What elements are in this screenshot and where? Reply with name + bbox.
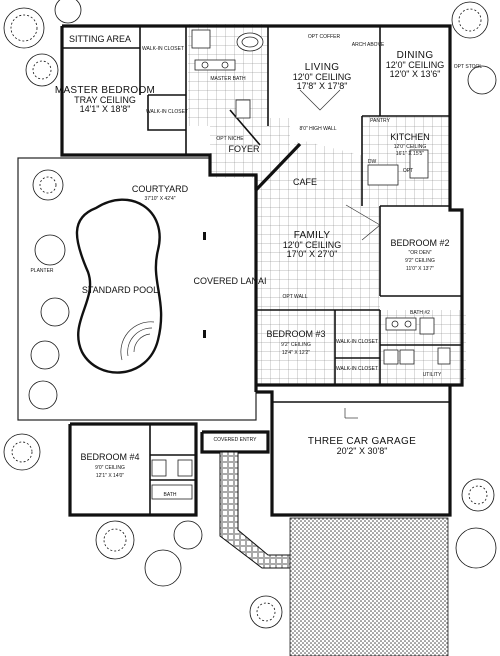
- kitchen-dw: DW: [368, 159, 377, 165]
- courtyard-dims: 37'10" X 42'4": [144, 196, 175, 202]
- opt-wall-note: OPT WALL: [282, 294, 307, 300]
- family-label: FAMILY: [294, 230, 331, 241]
- arch-above-label: ARCH ABOVE: [352, 42, 385, 48]
- living-ceiling: 12'0" CEILING: [293, 72, 351, 82]
- room-labels: SITTING AREA MASTER BEDROOM TRAY CEILING…: [30, 34, 482, 498]
- bath-2-label: BATH #2: [410, 310, 430, 316]
- courtyard-label: COURTYARD: [132, 184, 189, 194]
- landscape-trees: [3, 0, 497, 629]
- living-label: LIVING: [305, 62, 340, 73]
- covered-lanai-label: COVERED LANAI: [193, 276, 266, 286]
- walkin-closet-2-label: WALK-IN CLOSET: [146, 109, 188, 115]
- bedroom-2-ceiling: 9'2" CEILING: [405, 258, 435, 264]
- family-dims: 17'0" X 27'0": [287, 249, 338, 259]
- bedroom-4-dims: 12'1" X 14'0": [96, 473, 124, 479]
- pool-shape: [75, 198, 163, 374]
- lanai-columns: [203, 232, 206, 338]
- dining-label: DINING: [397, 50, 434, 61]
- driveway: [289, 517, 449, 656]
- bedroom-2-dims: 11'0" X 13'7": [406, 266, 434, 272]
- dining-ceiling: 12'0" CEILING: [386, 60, 444, 70]
- covered-entry-label: COVERED ENTRY: [214, 437, 258, 443]
- kitchen-dims: 16'1" X 15'5": [396, 151, 424, 157]
- master-bedroom-dims: 14'1" X 18'8": [80, 104, 131, 114]
- bedroom-3-dims: 12'4" X 12'2": [282, 350, 310, 356]
- exterior-walls: [60, 24, 464, 517]
- walkin-closet-3-label: WALK-IN CLOSET: [336, 339, 378, 345]
- opt-niche-note: OPT NICHE: [216, 136, 244, 142]
- planter-label: PLANTER: [30, 268, 53, 274]
- bedroom-2-label: BEDROOM #2: [390, 238, 449, 248]
- tile-floors: [188, 24, 466, 385]
- family-ceiling: 12'0" CEILING: [283, 240, 341, 250]
- bedroom-3-label: BEDROOM #3: [266, 329, 325, 339]
- garage-label: THREE CAR GARAGE: [308, 436, 416, 447]
- entry-walkway: [219, 451, 291, 569]
- walkin-closet-1-label: WALK-IN CLOSET: [142, 46, 184, 52]
- pool-steps: [120, 321, 155, 361]
- pantry-label: PANTRY: [370, 118, 390, 124]
- dining-dims: 12'0" X 13'6": [390, 69, 441, 79]
- pool-label: STANDARD POOL: [82, 285, 158, 295]
- kitchen-opt: OPT: [403, 168, 413, 174]
- bath-label: BATH: [164, 492, 177, 498]
- cafe-label: CAFE: [293, 177, 317, 187]
- garage-dims: 20'2" X 30'8": [337, 446, 388, 456]
- kitchen-ceiling: 12'0" CEILING: [394, 144, 427, 150]
- bedroom-4-label: BEDROOM #4: [80, 452, 139, 462]
- bedroom-4-ceiling: 9'0" CEILING: [95, 465, 125, 471]
- utility-label: UTILITY: [423, 372, 442, 378]
- interior-walls: [62, 26, 462, 515]
- bedroom-2-alt: "OR DEN": [409, 250, 432, 256]
- master-bedroom-label: MASTER BEDROOM: [55, 85, 155, 96]
- opt-stool-note: OPT STOOL: [454, 64, 483, 70]
- sitting-area-label: SITTING AREA: [69, 34, 131, 44]
- walkin-closet-4-label: WALK-IN CLOSET: [336, 366, 378, 372]
- living-dims: 17'8" X 17'8": [297, 81, 348, 91]
- living-opt-coffer: OPT COFFER: [308, 34, 341, 40]
- bedroom-3-ceiling: 9'2" CEILING: [281, 342, 311, 348]
- master-bath-label: MASTER BATH: [210, 76, 246, 82]
- kitchen-label: KITCHEN: [390, 132, 430, 142]
- high-wall-note: 8'0" HIGH WALL: [300, 126, 337, 132]
- foyer-label: FOYER: [228, 144, 260, 154]
- master-bedroom-ceiling: TRAY CEILING: [74, 95, 136, 105]
- fixtures: [151, 29, 451, 500]
